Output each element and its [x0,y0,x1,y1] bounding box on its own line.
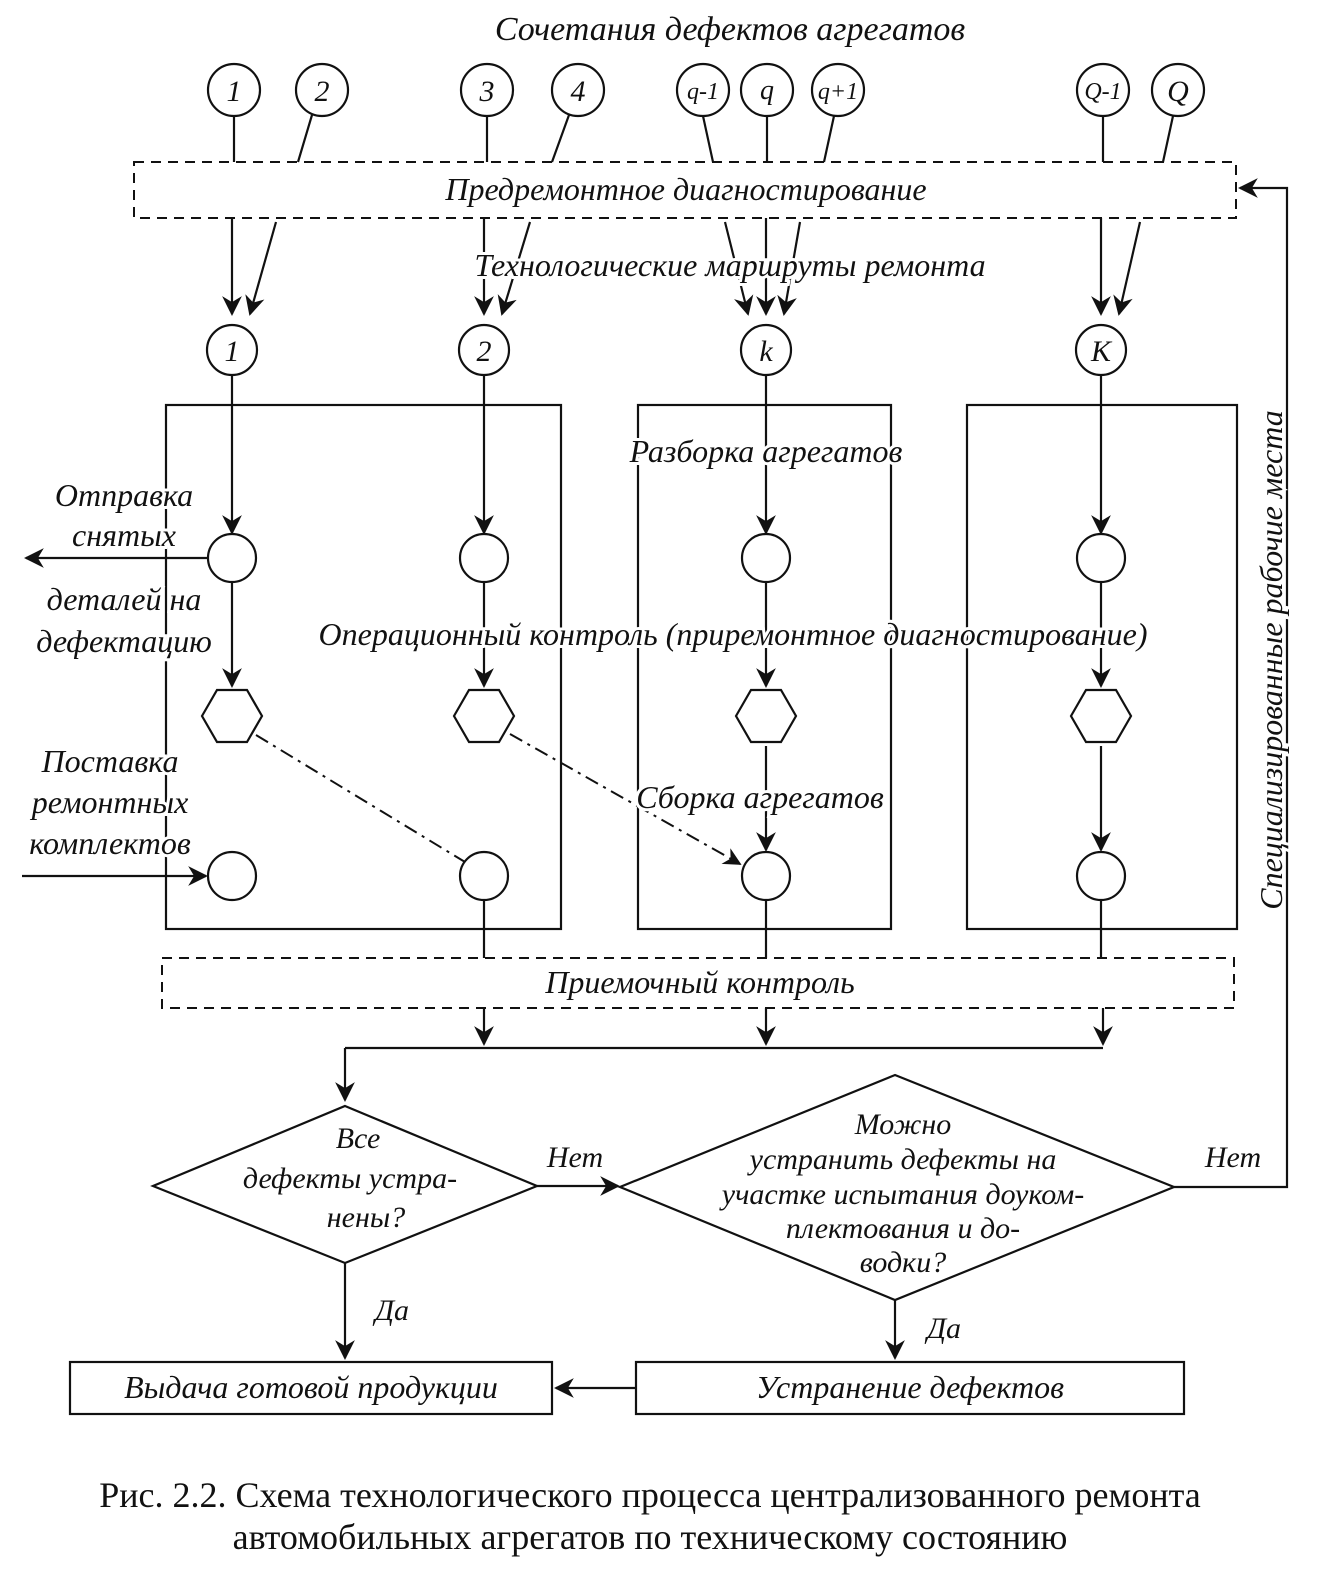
svg-text:деталей на: деталей на [47,581,202,617]
route-circles: 1 2 k K [205,323,1128,377]
op-circle [1075,532,1127,584]
combo-circle-q+1 [810,62,866,118]
combos-title: Сочетания дефектов агрегатов [495,11,966,48]
combo-label-2: 2 [315,75,330,108]
workshop-box-1 [164,403,563,931]
output-box-label: Выдача готовой продукции [124,1369,498,1405]
svg-text:комплектов: комплектов [29,825,191,861]
workshop-box-k [636,403,893,931]
assembly-ops [206,850,1127,902]
yes-label-1: Да [372,1294,409,1327]
routes-label: Технологические маршруты ремонта [474,247,985,283]
prerepair-diag-label: Предремонтное диагностирование [444,171,926,207]
no-label-1: Нет [546,1141,603,1174]
op-circle [206,532,258,584]
svg-text:Отправка: Отправка [55,477,193,513]
caption-line-1: Рис. 2.2. Схема технологического процесс… [99,1475,1200,1515]
svg-text:водки?: водки? [860,1246,946,1279]
control-hexagon [1069,688,1133,744]
svg-text:Все: Все [336,1122,381,1155]
svg-text:участке испытания доуком-: участке испытания доуком- [719,1178,1084,1211]
control-hexagon [452,688,516,744]
combo-circle-Q [1150,62,1206,118]
prerepair-diag-box [133,161,1237,219]
supply-kits-label: Поставка ремонтных комплектов [26,740,194,864]
svg-text:дефекты устра-: дефекты устра- [243,1162,457,1195]
combo-circle-4 [550,62,606,118]
svg-text:дефектацию: дефектацию [36,623,212,659]
no-arrow-2 [1174,178,1289,1189]
combo-label-4: 4 [571,75,586,108]
op-circle [1075,850,1127,902]
no-label-2: Нет [1204,1141,1261,1174]
send-parts-label: Отправка снятых деталей на дефектацию [33,474,215,662]
op-circle [458,850,510,902]
assembly-label: Сборка агрегатов [636,779,884,815]
control-hexagon [734,688,798,744]
op-circle [206,850,258,902]
svg-text:нены?: нены? [327,1201,405,1234]
combo-circles: 1 2 3 4 q-1 q q+1 Q-1 Q [206,62,1206,118]
combo-label-q-1: q-1 [687,79,719,105]
combo-label-Q-1: Q-1 [1084,79,1121,105]
fix-box-label: Устранение дефектов [756,1369,1064,1405]
combo-circle-2 [294,62,350,118]
op-circle [740,532,792,584]
op-circle [740,850,792,902]
caption-line-2: автомобильных агрегатов по техническому … [233,1517,1068,1557]
svg-text:устранить дефекты на: устранить дефекты на [747,1143,1057,1176]
operational-control-label: Операционный контроль (приремонтное диаг… [319,616,1148,652]
svg-text:Можно: Можно [854,1108,952,1141]
svg-text:ремонтных: ремонтных [30,784,189,820]
acceptance-output [335,1008,1113,1102]
disassembly-label: Разборка агрегатов [629,433,903,469]
route-label-K: K [1090,335,1113,368]
control-hexagon [200,688,264,744]
route-arrows [222,218,1142,316]
route-label-2: 2 [477,335,492,368]
transfer-line [255,734,466,863]
combo-label-Q: Q [1167,75,1189,108]
route-label-1: 1 [225,335,240,368]
yes-label-2: Да [924,1312,961,1345]
combo-label-3: 3 [479,75,495,108]
workplaces-label: Специализированные рабочие места [1253,410,1289,910]
op-circle [458,532,510,584]
acceptance-control-label: Приемочный контроль [544,964,854,1000]
svg-text:Поставка: Поставка [41,743,179,779]
combo-label-q+1: q+1 [818,79,858,105]
svg-text:снятых: снятых [72,517,176,553]
disassembly-ops [206,532,1127,584]
combo-label-q: q [760,75,774,106]
route-flows [222,375,1111,852]
combo-links [232,114,1175,163]
svg-text:плектования и до-: плектования и до- [786,1212,1020,1245]
combo-label-1: 1 [227,75,242,108]
control-hexagons [200,688,1133,744]
route-label-k: k [759,335,773,368]
acceptance-control-box [161,957,1235,1009]
output-box [68,1360,554,1416]
